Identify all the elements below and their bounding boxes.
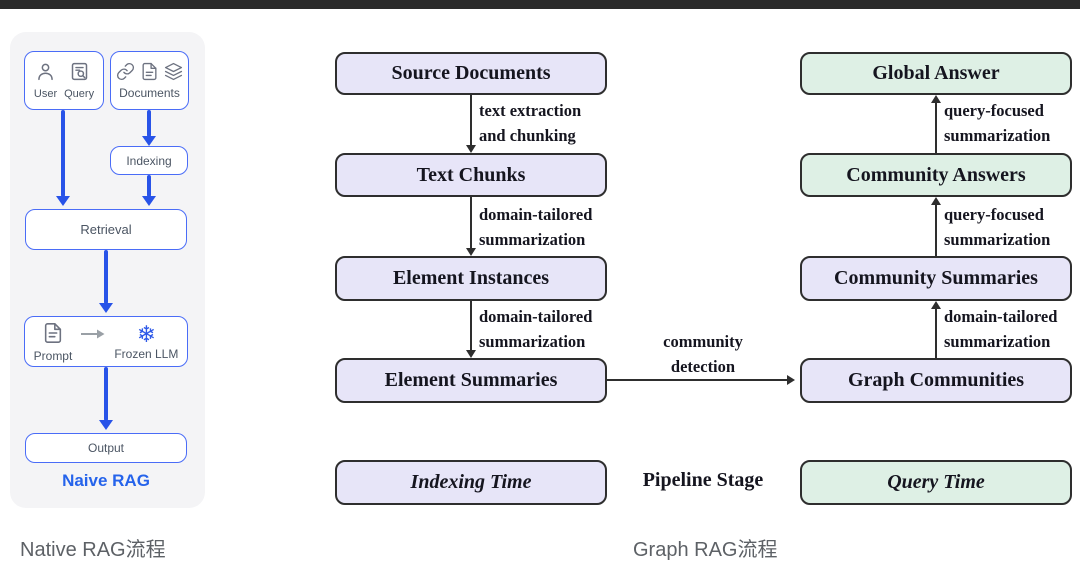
prompt-label: Prompt [33,348,73,363]
arrow-indexing-to-retrieval [147,175,151,197]
flow-box-element-summaries: Element Summaries [335,358,607,403]
arrowhead [931,95,941,103]
retrieval-label: Retrieval [80,222,132,237]
arrow-answers-to-global [935,102,937,153]
top-window-bar [0,0,1080,9]
flow-box-community-summaries: Community Summaries [800,256,1072,301]
arrow-user-to-retrieval [61,110,65,197]
arrow-documents-to-indexing [147,110,151,137]
naive-rag-panel: User Query [10,32,205,508]
flow-box-query-time: Query Time [800,460,1072,505]
indexing-box: Indexing [110,146,188,175]
query-document-icon [69,61,90,87]
edge-label-domain-tailored-1: domain-tailored summarization [479,205,593,249]
prompt-document-icon [42,322,64,349]
caption-graph-rag: Graph RAG流程 [633,539,778,561]
indexing-label: Indexing [126,153,172,168]
pipeline-stage-label: Pipeline Stage [642,469,764,491]
user-query-box: User Query [24,51,104,110]
query-label: Query [64,88,95,100]
arrow-chunks-to-instances [470,197,472,249]
arrowhead [56,196,70,206]
arrowhead [787,375,795,385]
flow-box-source-documents: Source Documents [335,52,607,95]
arrow-prompt-to-output [104,367,108,421]
flow-box-community-answers: Community Answers [800,153,1072,197]
naive-rag-title: Naive RAG [62,471,150,490]
arrowhead [99,303,113,313]
arrow-summaries-to-communities [607,379,788,381]
edge-label-query-focused-1: query-focused summarization [944,101,1051,145]
flow-box-element-instances: Element Instances [335,256,607,301]
snowflake-icon: ❄ [136,322,156,348]
edge-label-community-detection: community detection [663,332,743,376]
gray-arrow-icon [81,326,105,344]
arrowhead [466,350,476,358]
layers-icon [164,62,183,86]
link-icon [116,62,135,86]
edge-label-domain-tailored-2: domain-tailored summarization [479,307,593,351]
flow-box-graph-communities: Graph Communities [800,358,1072,403]
arrowhead [466,145,476,153]
documents-box: Documents [110,51,189,110]
arrowhead [931,301,941,309]
prompt-frozen-llm-box: Prompt ❄ Frozen LLM [24,316,188,367]
arrowhead [931,197,941,205]
caption-native-rag: Native RAG流程 [20,539,166,561]
edge-label-query-focused-2: query-focused summarization [944,205,1051,249]
flow-box-global-answer: Global Answer [800,52,1072,95]
documents-label: Documents [119,86,180,100]
output-label: Output [87,441,125,455]
edge-label-domain-tailored-3: domain-tailored summarization [944,307,1058,351]
arrowhead [99,420,113,430]
document-icon [140,62,159,86]
user-icon [35,61,56,87]
arrowhead [142,196,156,206]
user-label: User [33,88,58,100]
output-box: Output [25,433,187,463]
retrieval-box: Retrieval [25,209,187,250]
edge-label-text-extraction: text extraction and chunking [479,101,582,145]
arrowhead [466,248,476,256]
arrow-summaries-to-answers [935,204,937,256]
arrow-retrieval-to-prompt [104,250,108,304]
flow-box-indexing-time: Indexing Time [335,460,607,505]
arrowhead [142,136,156,146]
flow-box-text-chunks: Text Chunks [335,153,607,197]
arrow-source-to-chunks [470,95,472,146]
arrow-communities-to-summaries [935,308,937,358]
frozen-llm-label: Frozen LLM [114,347,179,361]
arrow-instances-to-summaries [470,301,472,351]
